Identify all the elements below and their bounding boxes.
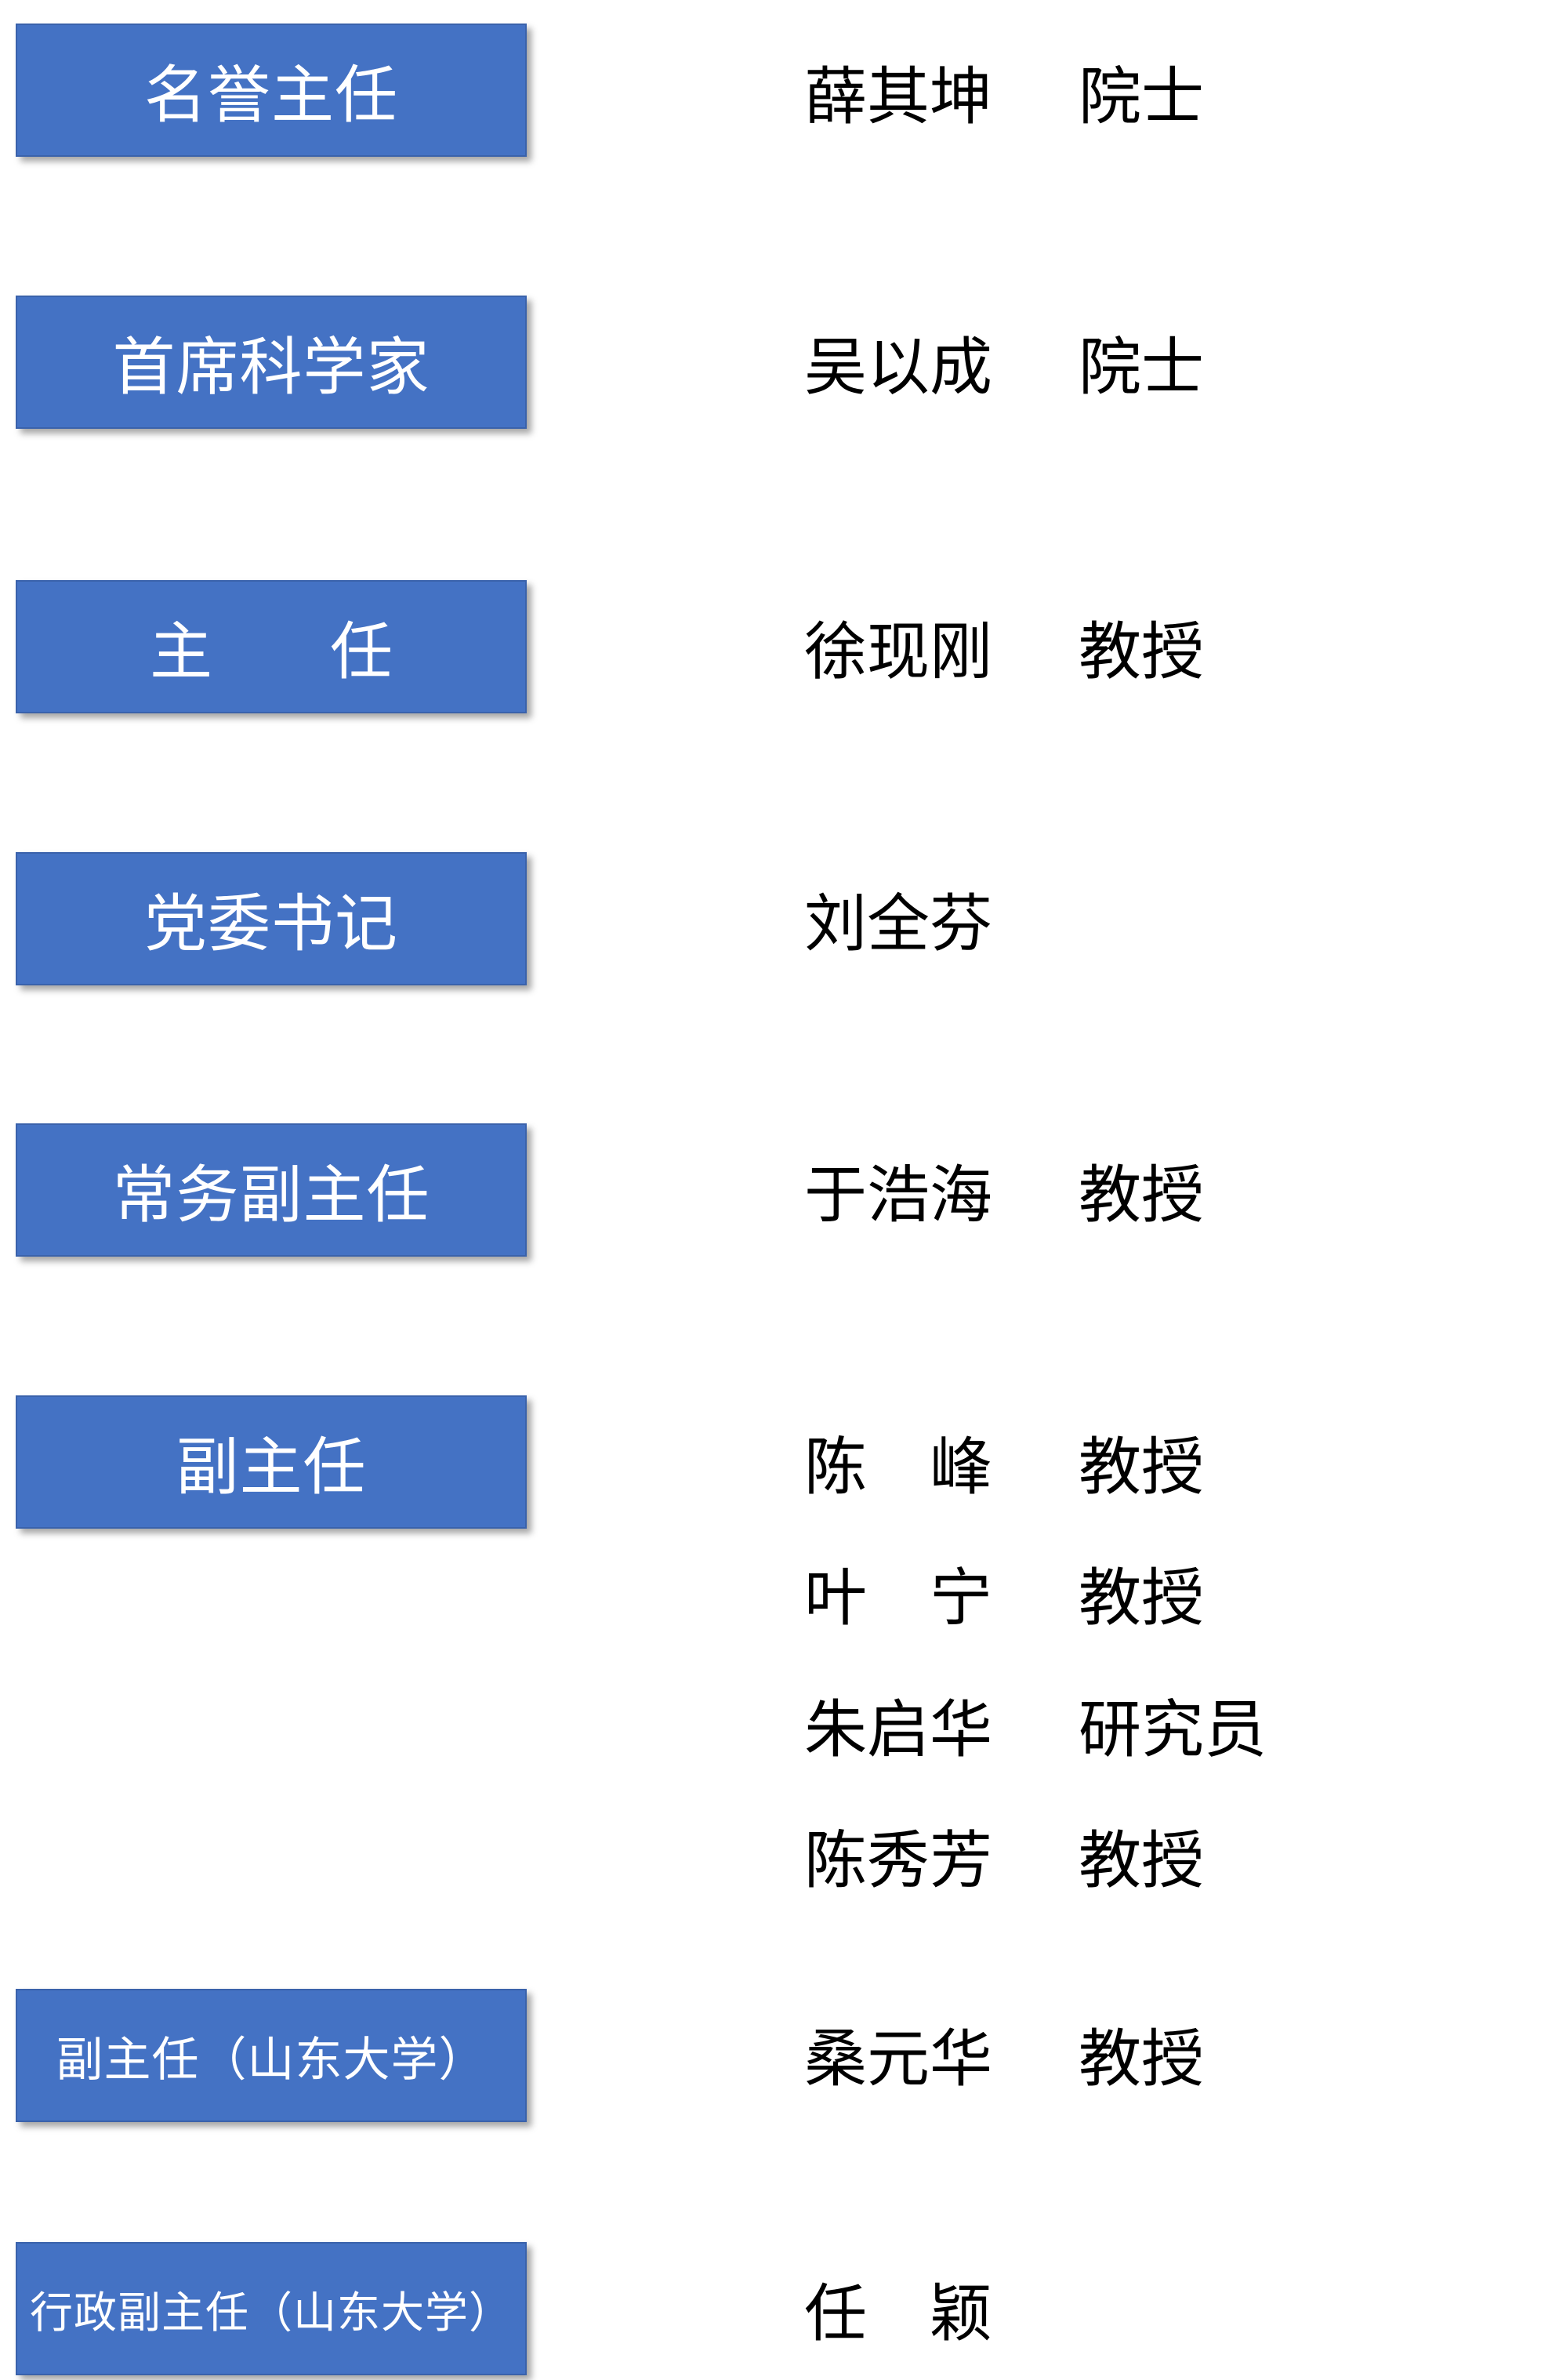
person-name: 任 颖 [804,2277,992,2350]
person-title: 教授 [1079,1824,1204,1897]
person-name: 朱启华 [804,1693,992,1766]
role-label-party-secretary: 党委书记 [16,852,527,985]
role-label-chief-scientist: 首席科学家 [16,296,527,429]
role-label-admin-deputy-director-sdu: 行政副主任（山东大学） [16,2242,527,2375]
person-title: 教授 [1079,1159,1204,1232]
person-name: 陈 峰 [804,1431,992,1504]
person-name: 叶 宁 [804,1562,992,1634]
person-row: 任 颖 [804,2262,1079,2356]
person-row: 于浩海 教授 [804,1143,1204,1237]
person-name: 徐现刚 [804,615,992,688]
person-title: 院士 [1079,60,1204,133]
person-title: 教授 [1079,1562,1204,1634]
person-row: 陈秀芳 教授 [804,1809,1204,1903]
person-title: 教授 [1079,615,1204,688]
person-row: 叶 宁 教授 [804,1546,1204,1640]
role-label-executive-deputy-director: 常务副主任 [16,1123,527,1257]
person-row: 吴以成 院士 [804,315,1204,409]
director-label-char-1: 主 [150,615,212,688]
person-name: 薛其坤 [804,60,992,133]
role-label-director: 主任 [16,580,527,713]
person-row: 刘全芬 [804,872,1079,966]
role-label-deputy-director-sdu: 副主任（山东大学） [16,1989,527,2122]
person-title: 院士 [1079,331,1204,404]
person-title: 教授 [1079,2023,1204,2095]
person-title: 研究员 [1079,1693,1267,1766]
person-name: 刘全芬 [804,887,992,960]
person-name: 于浩海 [804,1159,992,1232]
person-row: 桑元华 教授 [804,2007,1204,2101]
person-name: 吴以成 [804,331,992,404]
director-label-char-2: 任 [330,615,393,688]
person-row: 朱启华 研究员 [804,1678,1267,1772]
person-name: 桑元华 [804,2023,992,2095]
person-row: 薛其坤 院士 [804,45,1204,139]
person-row: 徐现刚 教授 [804,600,1204,694]
person-title: 教授 [1079,1431,1204,1504]
person-row: 陈 峰 教授 [804,1415,1204,1509]
role-label-deputy-director: 副主任 [16,1395,527,1529]
person-name: 陈秀芳 [804,1824,992,1897]
role-label-honorary-director: 名誉主任 [16,24,527,157]
